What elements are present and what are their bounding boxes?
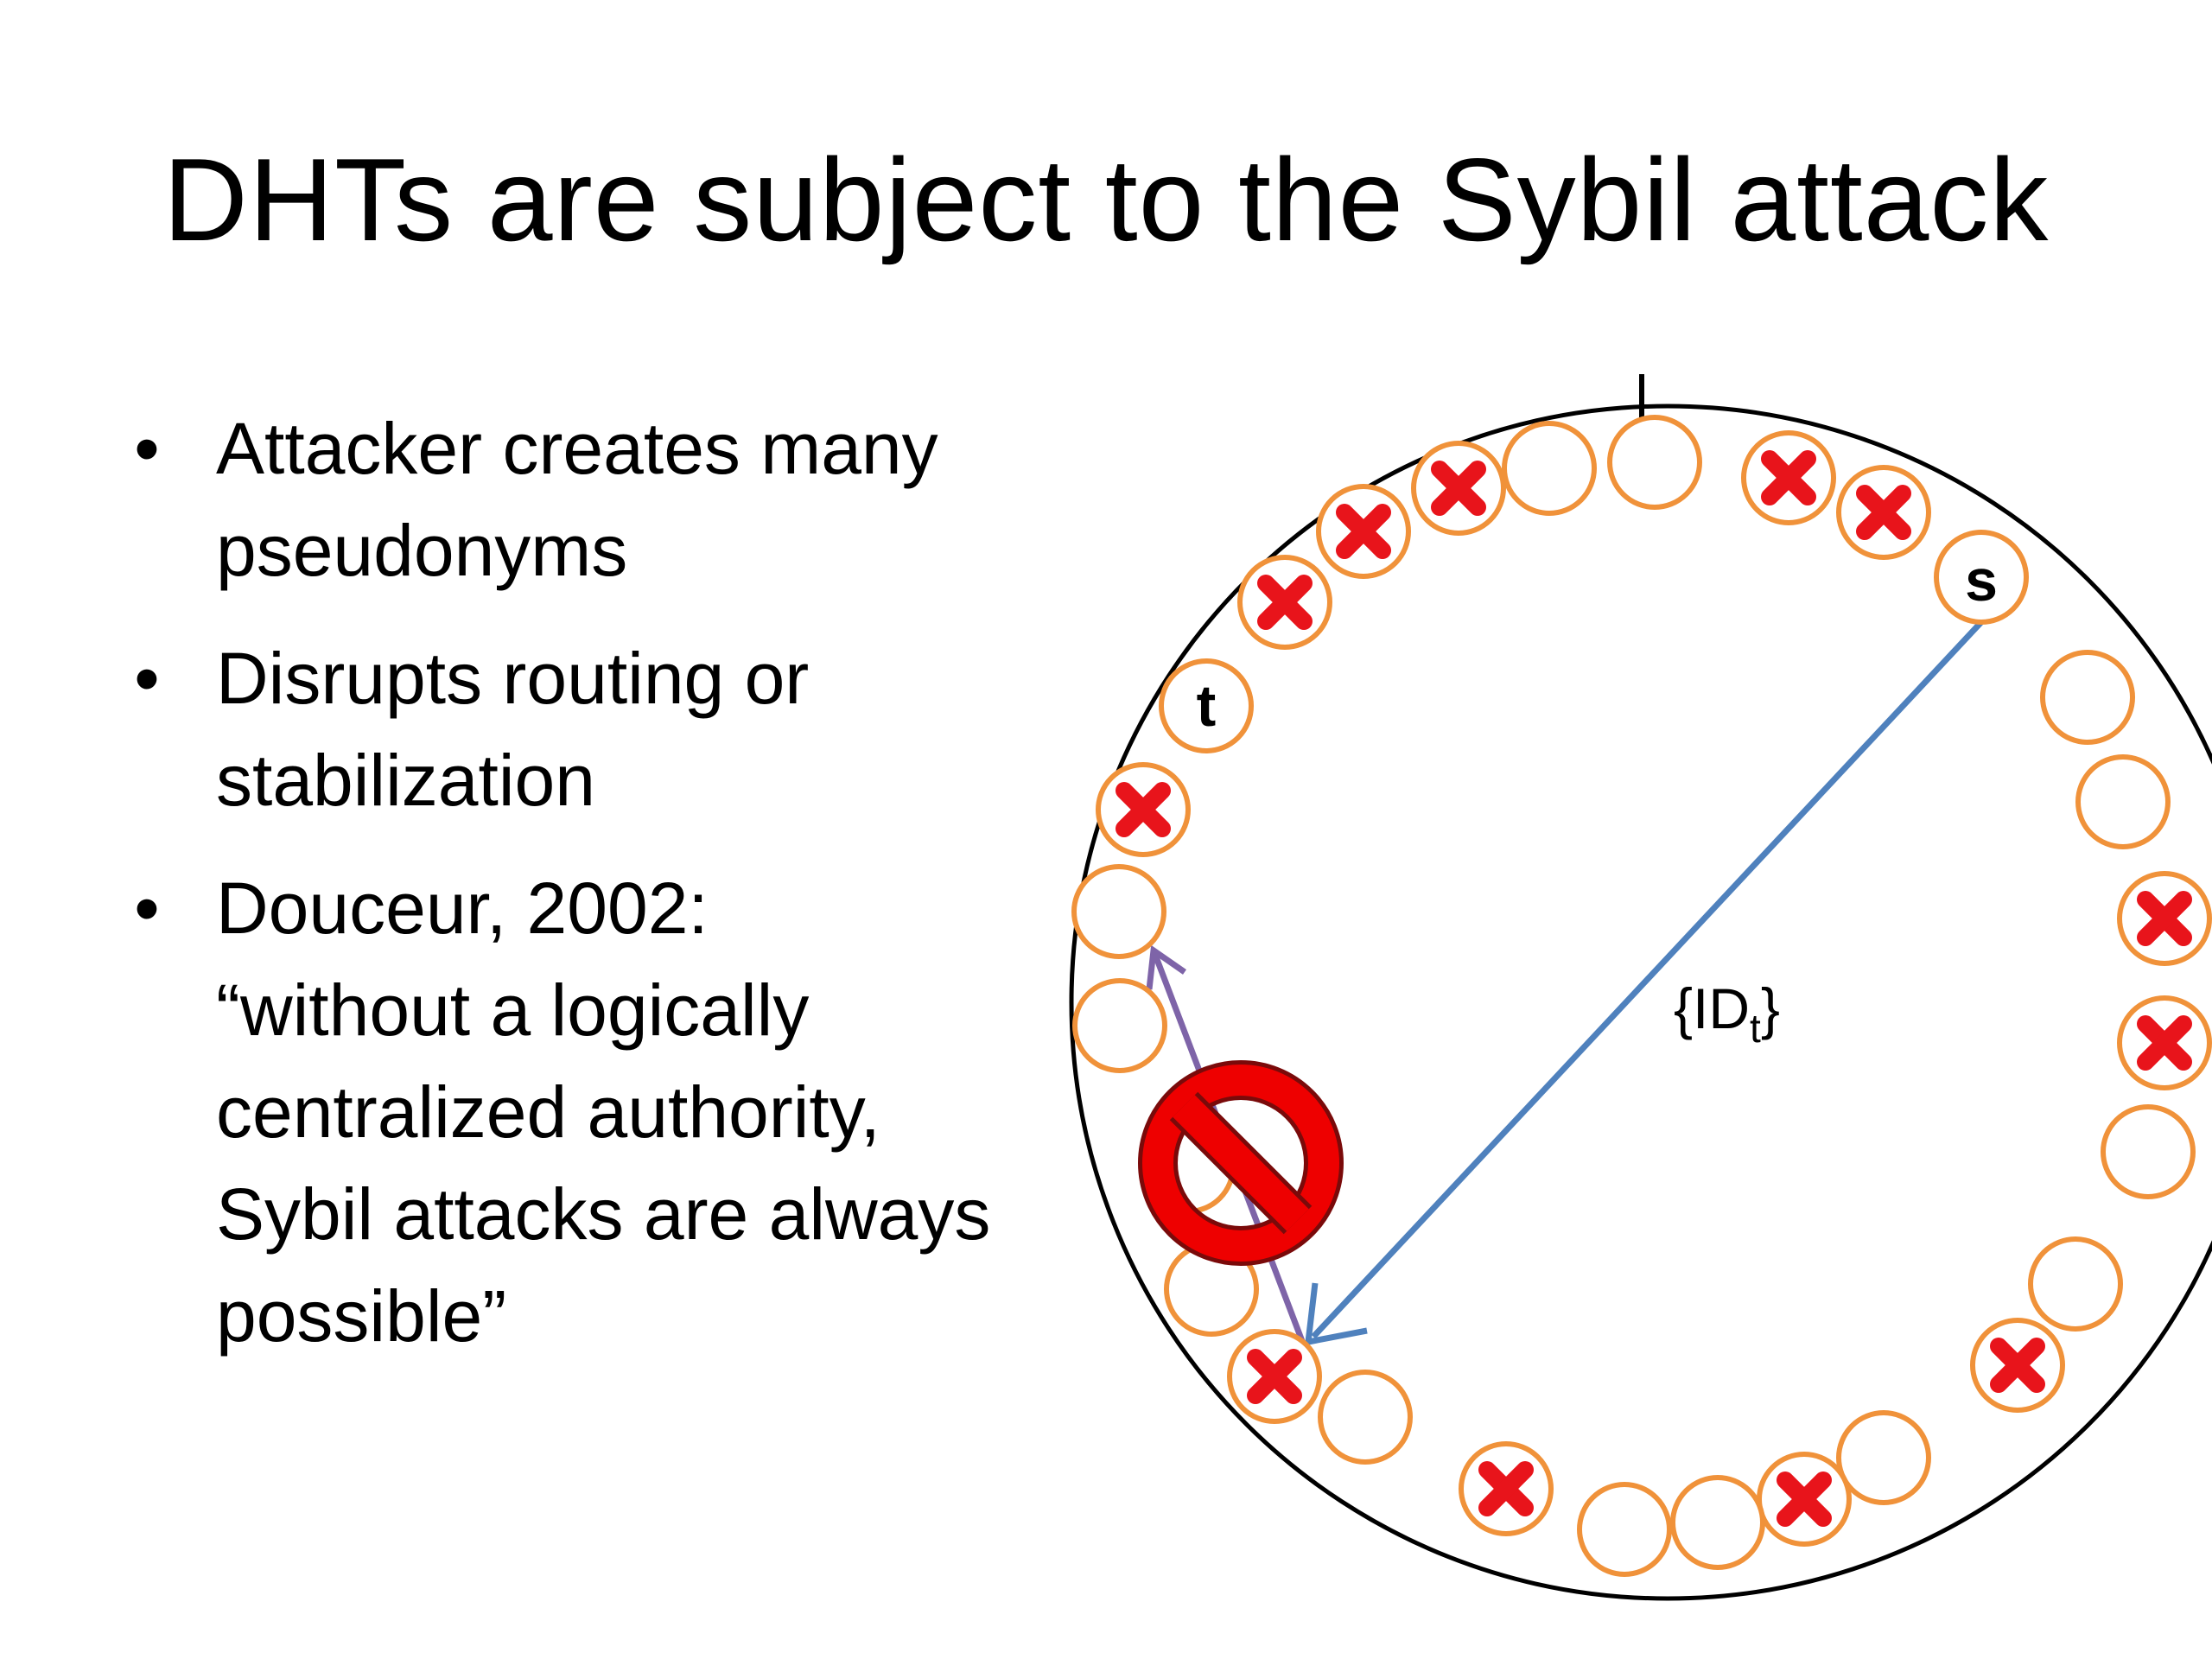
- redirect-arrow-head: [1146, 944, 1186, 990]
- sybil-node: [1836, 465, 1931, 560]
- sybil-node: [1459, 1441, 1554, 1536]
- lookup-arrow-head: [1304, 1282, 1368, 1346]
- sybil-node: [2117, 871, 2212, 966]
- bullet-text: Disrupts routing or stabilization: [216, 638, 810, 821]
- sybil-x-icon: [1116, 782, 1171, 837]
- prohibited-icon: [1138, 1060, 1344, 1266]
- node-circle: [1836, 1410, 1931, 1505]
- ring-nodes: [1071, 415, 2212, 1577]
- node-circle: [1934, 530, 2029, 625]
- ring-node: [1318, 1370, 1413, 1465]
- sybil-x-icon: [1257, 575, 1313, 630]
- bullet-text: Douceur, 2002: “without a logically cent…: [216, 868, 991, 1357]
- node-s-label: s: [1965, 548, 1998, 613]
- sybil-x-icon: [1761, 450, 1816, 505]
- slide-title: DHTs are subject to the Sybil attack: [162, 134, 2050, 265]
- node-circle: [1607, 415, 1702, 510]
- dht-ring-diagram: s t {IDt}: [1069, 374, 2212, 1601]
- ring-node: [1072, 978, 1167, 1073]
- ring-node: [1502, 421, 1597, 516]
- sybil-node: [1741, 430, 1836, 525]
- node-circle: [1072, 978, 1167, 1073]
- ring-node: [2040, 650, 2135, 745]
- lookup-arrow: [1311, 620, 1984, 1339]
- sybil-x-icon: [1431, 461, 1486, 516]
- sybil-node: [1316, 484, 1411, 579]
- ring-node: [1071, 864, 1166, 959]
- ring-node: [2075, 754, 2171, 849]
- sybil-node: [2117, 995, 2212, 1090]
- ring-node: [1607, 415, 1702, 510]
- sybil-node: [1096, 762, 1191, 857]
- node-t-label: t: [1197, 673, 1217, 739]
- bullet-item-routing: • Disrupts routing or stabilization: [130, 627, 1071, 831]
- node-circle: [2101, 1104, 2196, 1199]
- sybil-x-icon: [1247, 1349, 1302, 1404]
- bullet-list: • Attacker creates many pseudonyms • Dis…: [130, 397, 1071, 1393]
- node-circle: [2028, 1236, 2123, 1332]
- node-s: [1934, 530, 2029, 625]
- sybil-x-icon: [1990, 1338, 2045, 1393]
- ring-node: [1836, 1410, 1931, 1505]
- dht-ring: [1069, 404, 2212, 1601]
- sybil-x-icon: [1777, 1471, 1832, 1527]
- ring-node: [1577, 1482, 1672, 1577]
- bullet-dot: •: [134, 638, 160, 719]
- ring-node: [2101, 1104, 2196, 1199]
- bullet-dot: •: [134, 408, 160, 489]
- bullet-text: Attacker creates many pseudonyms: [216, 408, 938, 591]
- sybil-node: [1757, 1452, 1852, 1547]
- lookup-label-main: {ID: [1674, 976, 1750, 1040]
- ring-node: [2028, 1236, 2123, 1332]
- bullet-item-douceur: • Douceur, 2002: “without a logically ce…: [130, 857, 1071, 1367]
- lookup-label-end: }: [1761, 976, 1780, 1040]
- ring-node: [1670, 1475, 1765, 1570]
- lookup-label: {IDt}: [1674, 976, 1780, 1051]
- node-circle: [1502, 421, 1597, 516]
- sybil-node: [1237, 555, 1332, 650]
- bullet-dot: •: [134, 868, 160, 949]
- node-circle: [1071, 864, 1166, 959]
- bullet-item-pseudonyms: • Attacker creates many pseudonyms: [130, 397, 1071, 601]
- sybil-x-icon: [1336, 504, 1391, 559]
- node-circle: [1318, 1370, 1413, 1465]
- sybil-node: [1227, 1329, 1322, 1424]
- sybil-x-icon: [1856, 485, 1911, 540]
- sybil-x-icon: [1478, 1461, 1534, 1516]
- node-circle: [2040, 650, 2135, 745]
- node-circle: [1577, 1482, 1672, 1577]
- node-circle: [1159, 658, 1254, 753]
- sybil-x-icon: [2137, 891, 2192, 946]
- node-t: [1159, 658, 1254, 753]
- sybil-x-icon: [2137, 1015, 2192, 1071]
- node-circle: [2075, 754, 2171, 849]
- lookup-label-sub: t: [1750, 1006, 1761, 1051]
- sybil-node: [1970, 1318, 2065, 1413]
- node-circle: [1670, 1475, 1765, 1570]
- sybil-node: [1411, 441, 1506, 536]
